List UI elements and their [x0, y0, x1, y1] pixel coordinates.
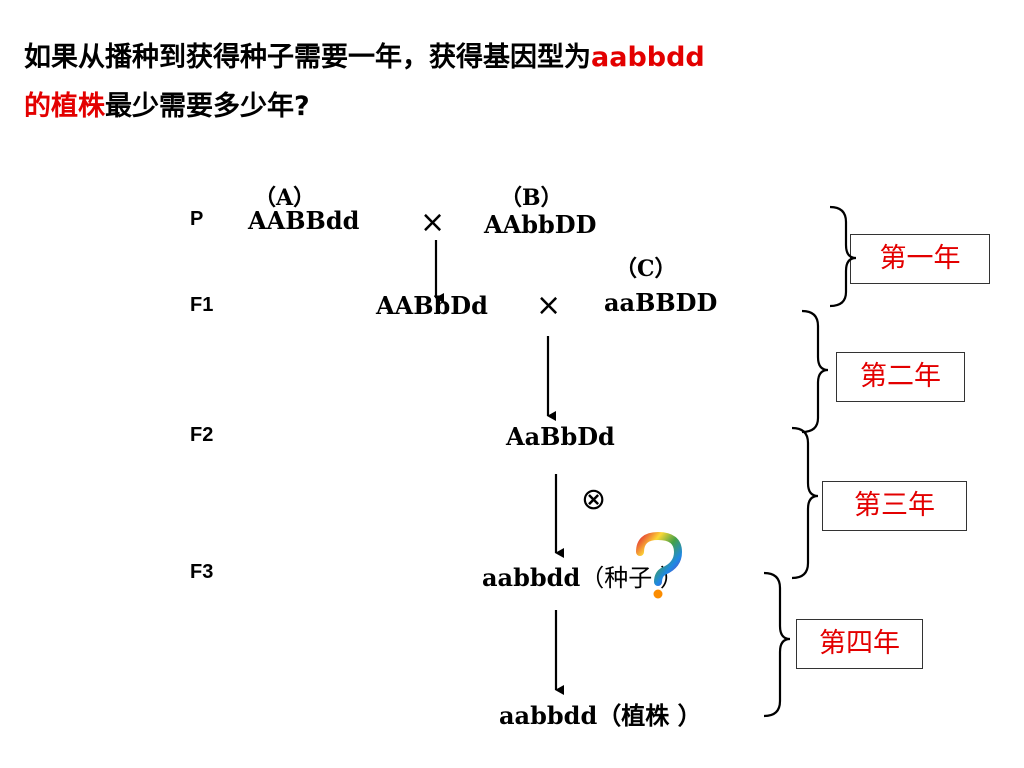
- brace-year-3: [791, 426, 819, 580]
- parent-a-genotype: AABBdd: [248, 206, 360, 235]
- question-title-line1: 如果从播种到获得种子需要一年，获得基因型为aabbdd: [24, 37, 705, 79]
- year-box-1: 第一年: [850, 234, 990, 284]
- brace-year-2: [801, 309, 829, 434]
- brace-year-4: [763, 571, 791, 718]
- f3-genotype: aabbdd: [482, 563, 581, 592]
- title-plant-red: 的植株: [24, 91, 105, 122]
- generation-label-f2: F2: [190, 424, 214, 446]
- f1-genotype: AABbDd: [376, 291, 488, 320]
- generation-label-f1: F1: [190, 294, 214, 316]
- title-genotype-red: aabbdd: [591, 42, 705, 73]
- title-text-black: 如果从播种到获得种子需要一年，获得基因型为: [24, 42, 591, 73]
- title-question: 最少需要多少年?: [105, 91, 310, 122]
- year-box-2: 第二年: [836, 352, 965, 402]
- parent-c-label: （C）: [615, 256, 677, 282]
- final-plant-note: （植株 ）: [597, 702, 702, 730]
- year-box-4: 第四年: [796, 619, 923, 669]
- parent-b-genotype: AAbbDD: [484, 210, 597, 239]
- question-mark-icon: [636, 531, 683, 599]
- generation-label-p: P: [190, 208, 204, 230]
- final-row: aabbdd（植株 ）: [499, 696, 702, 731]
- parent-b-label: （B）: [500, 185, 563, 211]
- f2-genotype: AaBbDd: [506, 422, 615, 451]
- selfing-symbol: ⊗: [581, 482, 607, 517]
- generation-label-f3: F3: [190, 561, 214, 583]
- cross-symbol-p: ×: [420, 205, 446, 240]
- question-title-line2: 的植株最少需要多少年?: [24, 86, 310, 128]
- final-genotype: aabbdd: [499, 701, 598, 730]
- year-box-3: 第三年: [822, 481, 967, 531]
- parent-a-label: （A）: [254, 185, 316, 211]
- cross-symbol-f1: ×: [536, 288, 562, 323]
- parent-c-genotype: aaBBDD: [604, 288, 718, 317]
- brace-year-1: [829, 205, 857, 308]
